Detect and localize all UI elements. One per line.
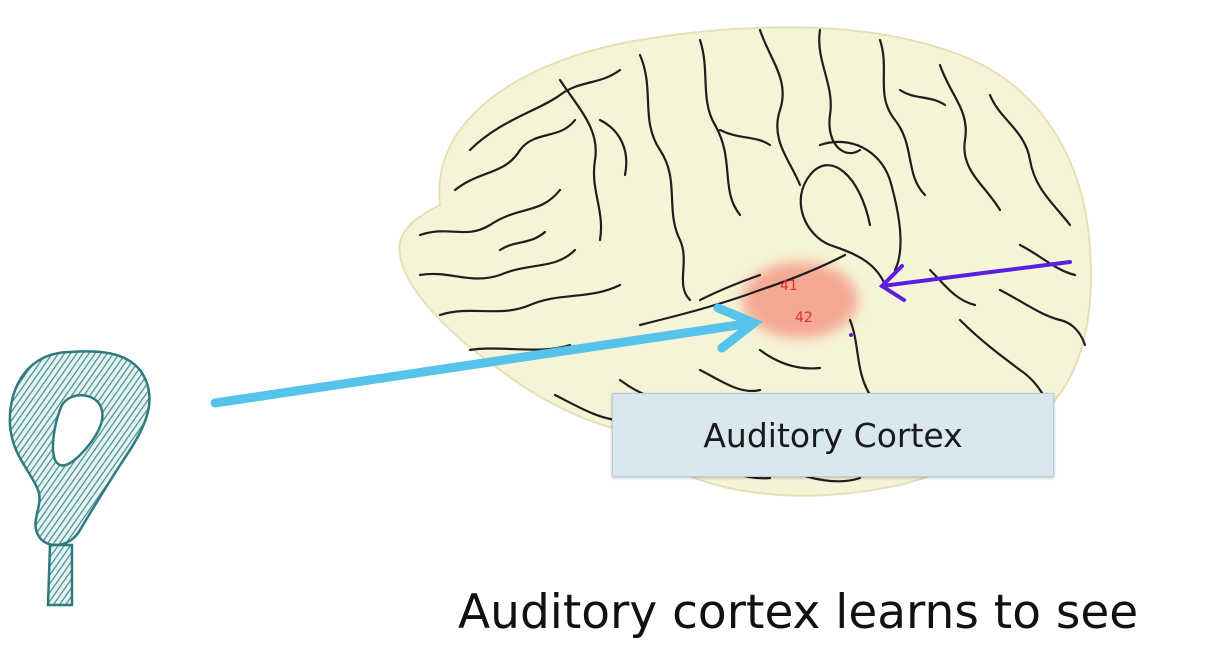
brain-illustration: 41 42 <box>398 26 1092 497</box>
marker-dot <box>849 333 853 337</box>
auditory-cortex-label: Auditory Cortex <box>612 393 1054 477</box>
auditory-area-highlight <box>742 262 858 338</box>
area-42-label: 42 <box>795 310 813 326</box>
slide-caption: Auditory cortex learns to see <box>458 585 1139 640</box>
purple-arrow <box>878 260 1072 302</box>
input-arrow <box>210 303 763 408</box>
ear-icon <box>8 350 151 607</box>
brain-sulci <box>418 28 1087 483</box>
brodmann-area-labels: 41 42 <box>780 278 813 326</box>
auditory-cortex-label-text: Auditory Cortex <box>703 415 963 455</box>
area-41-label: 41 <box>780 278 798 294</box>
